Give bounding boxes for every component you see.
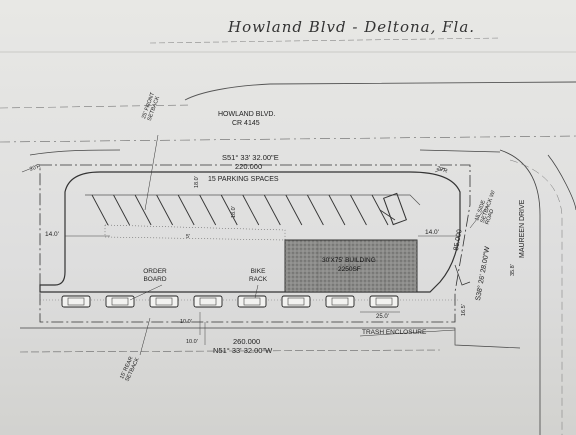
bearing-bottom: N51° 33' 32.00"W	[213, 346, 273, 355]
parking-stall-line	[220, 194, 238, 226]
corner-detail	[454, 264, 471, 286]
parking-stall-line	[177, 194, 195, 226]
leader-order-board	[129, 284, 163, 301]
dim-right-width-label: 14.0'	[425, 229, 439, 236]
parking-stall-line	[350, 194, 367, 226]
dim-aisle-top-label: 18.0'	[194, 176, 200, 188]
parking-stall-line	[242, 194, 260, 226]
property-line	[39, 164, 471, 323]
parking-stall-line	[199, 194, 217, 226]
parking-stall-line	[263, 194, 281, 226]
distance-bottom: 260.000	[233, 337, 261, 346]
drive-thru-car	[193, 295, 223, 308]
radius-right-mark	[434, 167, 446, 173]
leader-bike-rack	[254, 284, 259, 299]
trash-enclosure-box	[382, 192, 408, 226]
leader-front-setback	[144, 134, 159, 211]
rear-property-line	[20, 327, 521, 349]
bearing-top: S51° 33' 32.00"E	[222, 153, 279, 162]
bike-rack-label: BIKE RACK	[248, 268, 268, 284]
parking-stall-line	[134, 194, 152, 226]
rear-easement-line	[19, 349, 441, 353]
drive-thru-car-roof	[287, 297, 305, 306]
parking-stall-line	[156, 194, 174, 226]
parking-stall-line	[306, 194, 324, 226]
parking-stall-line	[113, 194, 130, 226]
drive-thru-car	[61, 295, 91, 308]
building-hatch	[285, 240, 417, 292]
dim-left-width-label: 14.0'	[45, 231, 59, 238]
road-right-of-way	[0, 135, 576, 143]
leader-rear-setback	[139, 317, 151, 356]
curb-inner-top	[85, 194, 421, 206]
parking-stalls	[91, 194, 389, 226]
road-route: CR 4145	[232, 120, 260, 127]
drive-thru-car	[281, 295, 311, 308]
drive-thru-cars	[61, 295, 399, 308]
dim-bottom-label: 25.0'	[376, 314, 389, 320]
road-name: HOWLAND BLVD.	[218, 111, 276, 118]
landscape-island	[104, 224, 286, 241]
road-edge-north	[184, 81, 576, 101]
drive-thru-car	[237, 295, 267, 308]
distance-top: 220.000	[235, 162, 263, 171]
building-area: 2250SF	[338, 266, 361, 273]
maureen-drive-centerline	[509, 159, 563, 435]
parking-stall-line	[285, 194, 303, 226]
drive-thru-car	[149, 295, 179, 308]
radius-left-mark	[21, 167, 33, 173]
dim-building-gap-label: 5'	[186, 234, 191, 240]
side-road-name: MAUREEN DRIVE	[519, 199, 526, 258]
drive-thru-car-roof	[111, 297, 129, 306]
leader-side-setback	[469, 204, 489, 229]
drive-thru-car-roof	[243, 297, 261, 306]
dim-right-small-label: 16.5'	[461, 304, 467, 316]
maureen-drive-east-edge	[547, 154, 576, 211]
parking-label: 15 PARKING SPACES	[208, 176, 279, 183]
trash-enclosure-wall	[379, 209, 396, 221]
drive-thru-car-roof	[155, 297, 173, 306]
dim-aisle-mid-label: 18.0'	[231, 206, 237, 218]
dim-rear-a-label: 10.0'	[180, 319, 192, 325]
drive-thru-car-roof	[331, 297, 349, 306]
drive-thru-car	[105, 295, 135, 308]
building-label: 30'X75' BUILDING	[322, 257, 376, 264]
maureen-drive-west-edge	[499, 149, 541, 435]
drive-thru-car-roof	[67, 297, 85, 306]
road-edge-south-right	[419, 149, 501, 153]
drive-thru-car	[325, 295, 355, 308]
leader-trash	[359, 329, 456, 337]
road-edge-south-left	[29, 149, 121, 156]
pavement-curb	[39, 171, 461, 293]
title-underline	[149, 37, 501, 44]
order-board-label: ORDER BOARD	[143, 268, 167, 284]
drive-thru-car-roof	[199, 297, 217, 306]
handwritten-title: Howland Blvd - Deltona, Fla.	[228, 18, 476, 36]
trash-enclosure-label: TRASH ENCLOSURE	[362, 329, 427, 336]
drive-thru-car-roof	[375, 297, 393, 306]
parking-stall-line	[91, 194, 109, 226]
drive-thru-car	[369, 295, 399, 308]
dim-rear-b-label: 10.0'	[186, 339, 198, 345]
dim-right-edge-label: 35.8'	[510, 264, 516, 276]
parking-stall-line	[328, 194, 346, 226]
road-centerline	[0, 104, 191, 109]
